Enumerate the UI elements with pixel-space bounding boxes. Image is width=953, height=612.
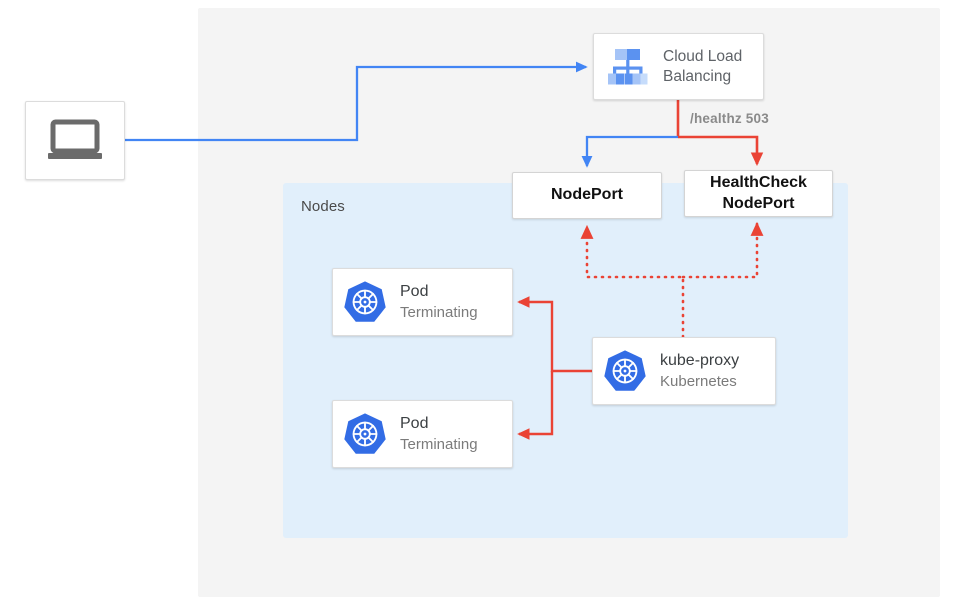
pod-1-status: Terminating [400,303,478,321]
nodeport-node[interactable]: NodePort [512,172,662,219]
healthcheck-nodeport-label-line2: NodePort [722,194,795,212]
kubernetes-icon [343,412,387,456]
pod-1-text: Pod Terminating [400,282,478,322]
kube-proxy-title: kube-proxy [660,352,740,370]
pod-2-status: Terminating [400,435,478,453]
healthcheck-nodeport-label-line1: HealthCheck [710,173,807,191]
kube-proxy-node[interactable]: kube-proxy Kubernetes [592,337,776,405]
pod-node-1[interactable]: Pod Terminating [332,268,513,336]
healthcheck-nodeport-node[interactable]: HealthCheck NodePort [684,170,833,217]
cloud-load-balancing-icon [605,47,651,87]
healthcheck-nodeport-label: HealthCheck NodePort [710,173,807,215]
healthz-edge-label: /healthz 503 [690,111,769,126]
cloud-load-balancing-title-line1: Cloud Load [663,47,743,65]
cloud-load-balancing-title-line2: Balancing [663,67,732,85]
kube-proxy-text: kube-proxy Kubernetes [660,351,739,391]
cloud-load-balancing-node[interactable]: Cloud Load Balancing [593,33,764,100]
pod-2-title: Pod [400,415,429,433]
pod-2-text: Pod Terminating [400,414,478,454]
pod-1-title: Pod [400,283,429,301]
laptop-icon [47,119,103,163]
cloud-load-balancing-text: Cloud Load Balancing [663,47,742,87]
pod-node-2[interactable]: Pod Terminating [332,400,513,468]
nodeport-label: NodePort [551,186,623,204]
kubernetes-icon [343,280,387,324]
kubernetes-icon [603,349,647,393]
nodes-region-label: Nodes [301,198,345,215]
kube-proxy-subtitle: Kubernetes [660,372,737,390]
client-node[interactable] [25,101,125,180]
